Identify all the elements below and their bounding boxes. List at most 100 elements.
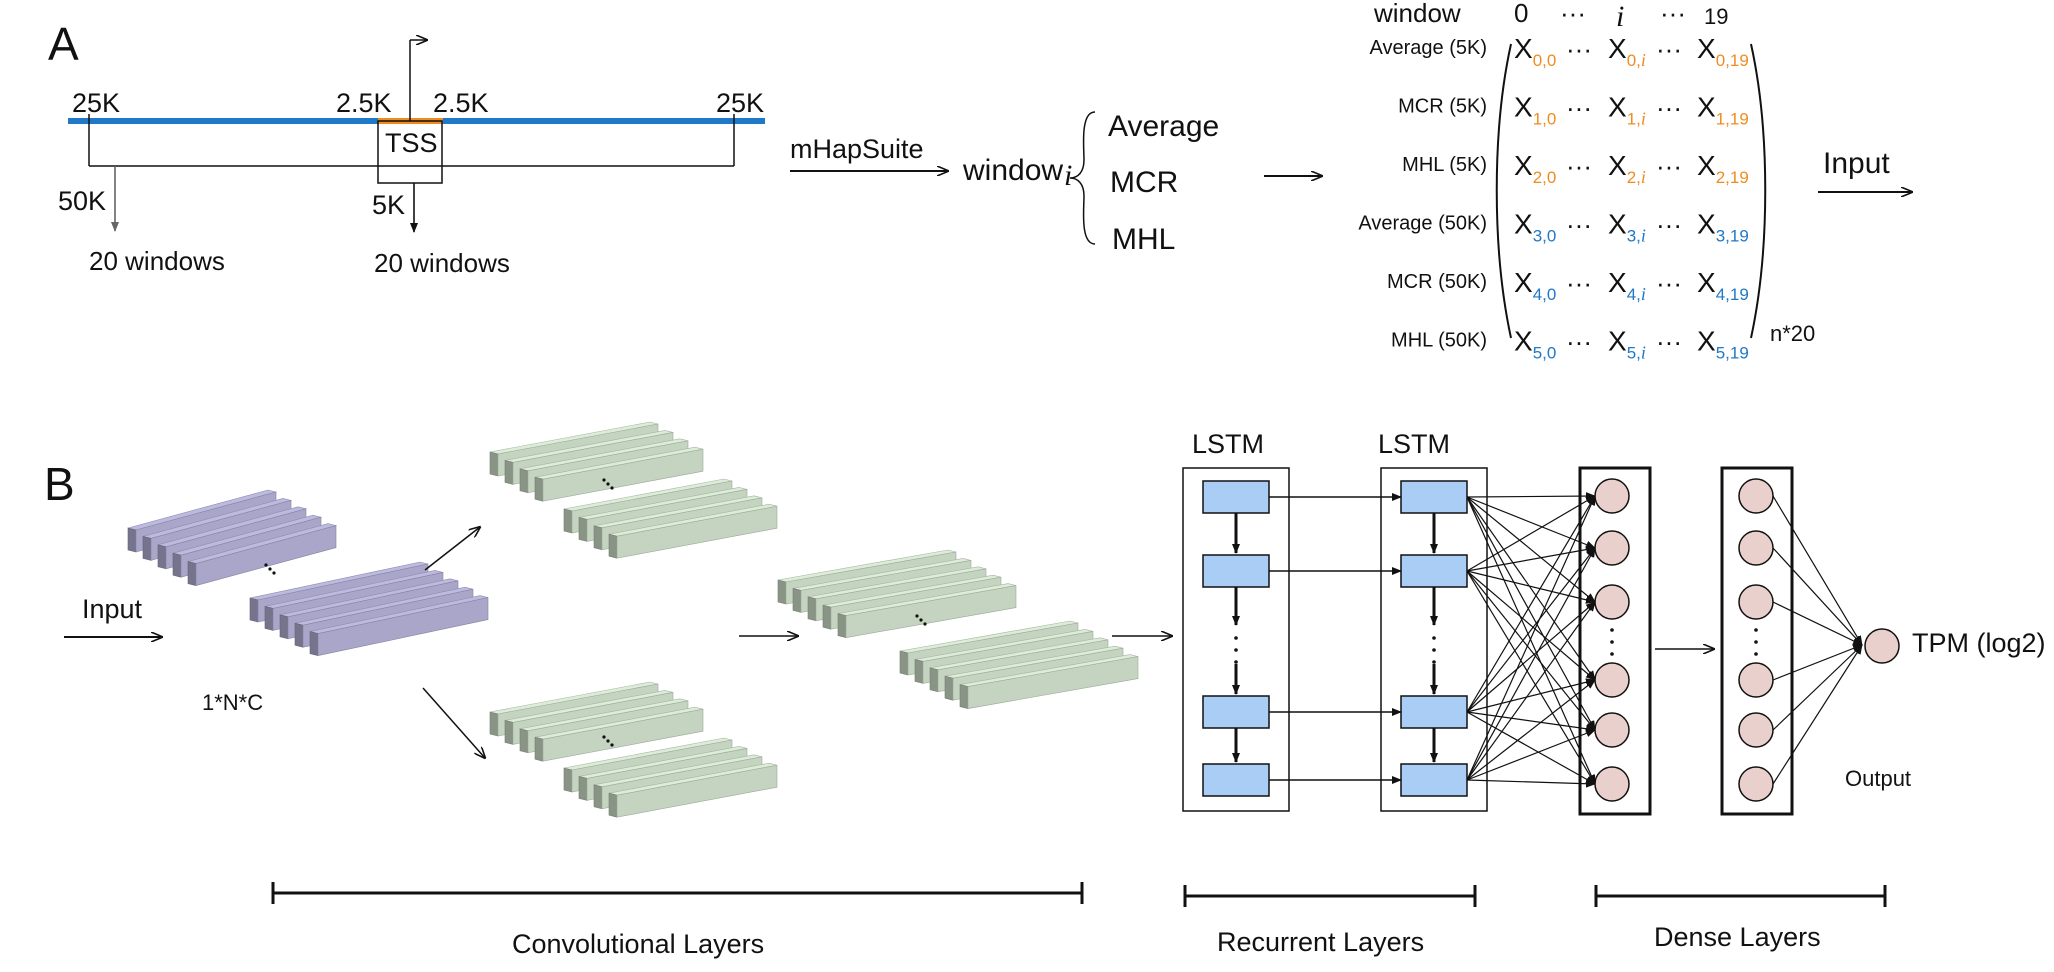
matrix-dots: ··· <box>1566 34 1592 64</box>
full-connection <box>1466 496 1596 549</box>
col-dots-2: ··· <box>1660 0 1686 28</box>
tss-right-label: 2.5K <box>433 88 489 118</box>
recurrent-section-label: Recurrent Layers <box>1217 927 1424 957</box>
ellipsis-dot <box>602 478 606 482</box>
conv-blocks <box>126 421 1139 818</box>
full-connection <box>1466 492 1596 501</box>
ellipsis-dot <box>1754 652 1758 656</box>
row-label: MCR (5K) <box>1398 96 1487 118</box>
matrix-dots: ··· <box>1566 327 1592 357</box>
output-connection <box>1772 644 1863 681</box>
row-label: MCR (50K) <box>1387 271 1487 293</box>
matrix-cell: X2,19 <box>1697 150 1749 187</box>
full-connection <box>1466 601 1596 713</box>
dense2-node <box>1738 662 1774 698</box>
full-connection <box>1466 779 1596 788</box>
dense2-node <box>1738 712 1774 748</box>
matrix-cell: X5,i <box>1608 326 1646 363</box>
full-connection <box>1466 495 1596 713</box>
matrix-cell: X5,19 <box>1697 326 1749 363</box>
dense1-box <box>1578 466 1652 816</box>
feature-slab <box>608 503 778 559</box>
matrix-cell: X2,i <box>1608 150 1646 187</box>
dense1-node <box>1594 712 1630 748</box>
output-caption: Output <box>1845 766 1911 791</box>
tss-label: TSS <box>385 128 438 158</box>
ellipsis-dot <box>606 482 610 486</box>
lstm1-cell <box>1202 554 1270 588</box>
feature-matrix: window 0 ··· i ··· 19 Average (5K)X0,0··… <box>1358 0 1912 363</box>
matrix-dots: ··· <box>1656 93 1682 123</box>
output-node-label: TPM (log2) <box>1912 628 2046 658</box>
ellipsis-dot <box>1432 636 1436 640</box>
panel-b-label: B <box>44 458 75 510</box>
feature-slab <box>534 446 704 502</box>
matrix-cell: X3,i <box>1608 209 1646 246</box>
lstm1-cell <box>1202 763 1270 797</box>
ellipsis-dot <box>606 739 610 743</box>
matrix-dots: ··· <box>1656 268 1682 298</box>
matrix-cell: X1,0 <box>1514 92 1556 129</box>
ellipsis-dot <box>268 567 272 571</box>
matrix-cell: X3,19 <box>1697 209 1749 246</box>
lstm-cells <box>1202 480 1468 797</box>
tss-left-label: 2.5K <box>336 88 392 118</box>
dense-section-label: Dense Layers <box>1654 922 1821 952</box>
conv-section-label: Convolutional Layers <box>512 929 764 959</box>
matrix-cell: X4,0 <box>1514 267 1556 304</box>
ellipsis-dot <box>1234 636 1238 640</box>
output-connection <box>1772 601 1863 646</box>
dense2-node <box>1738 584 1774 620</box>
matrix-cell: X1,19 <box>1697 92 1749 129</box>
matrix-cell: X4,19 <box>1697 267 1749 304</box>
matrix-cell: X5,0 <box>1514 326 1556 363</box>
conv-arrows <box>422 527 1172 758</box>
matrix-cell: X4,i <box>1608 267 1646 304</box>
matrix-cell: X0,19 <box>1697 33 1749 70</box>
matrix-dots: ··· <box>1656 151 1682 181</box>
metric-mcr: MCR <box>1110 166 1178 199</box>
matrix-dots: ··· <box>1566 268 1592 298</box>
feature-slab <box>959 654 1139 709</box>
shape-label: 1*N*C <box>202 690 263 715</box>
input-section: Input 1*N*C <box>64 594 263 715</box>
ellipsis-dot <box>1610 652 1614 656</box>
ellipsis-dot <box>272 571 276 575</box>
ellipsis-dot <box>919 618 923 622</box>
output-connection <box>1772 644 1863 731</box>
ellipsis-dot <box>602 735 606 739</box>
ellipsis-dot <box>923 622 927 626</box>
output-connection <box>1772 644 1863 785</box>
lstm2-box <box>1380 467 1488 812</box>
output-connection <box>1772 495 1863 646</box>
outer-size-label: 50K <box>58 186 106 216</box>
matrix-dots: ··· <box>1566 210 1592 240</box>
feature-slab <box>608 762 778 818</box>
dense1-node <box>1594 766 1630 802</box>
dense2-node <box>1738 530 1774 566</box>
dense1-node <box>1594 478 1630 514</box>
ellipsis-dot <box>1432 648 1436 652</box>
output-connection <box>1772 547 1863 646</box>
branch-down-arrow <box>422 687 485 758</box>
matrix-cell: X3,0 <box>1514 209 1556 246</box>
row-label: MHL (5K) <box>1402 154 1487 176</box>
metric-mhl: MHL <box>1112 223 1175 256</box>
lstm1-label: LSTM <box>1192 429 1264 459</box>
lstm2-cell <box>1400 695 1468 729</box>
feature-slab <box>186 523 338 586</box>
ellipsis-dot <box>1234 648 1238 652</box>
matrix-dots: ··· <box>1566 93 1592 123</box>
lstm2-cell <box>1400 480 1468 514</box>
matrix-cell: X1,i <box>1608 92 1646 129</box>
metric-brace <box>1069 111 1096 245</box>
full-connection <box>1466 570 1596 604</box>
matrix-header-label: window <box>1373 0 1461 28</box>
ellipsis-dot <box>610 743 614 747</box>
full-connection <box>1466 601 1596 781</box>
inner-windows-label: 20 windows <box>374 248 510 278</box>
full-connection <box>1466 495 1596 572</box>
dense1-node <box>1594 662 1630 698</box>
